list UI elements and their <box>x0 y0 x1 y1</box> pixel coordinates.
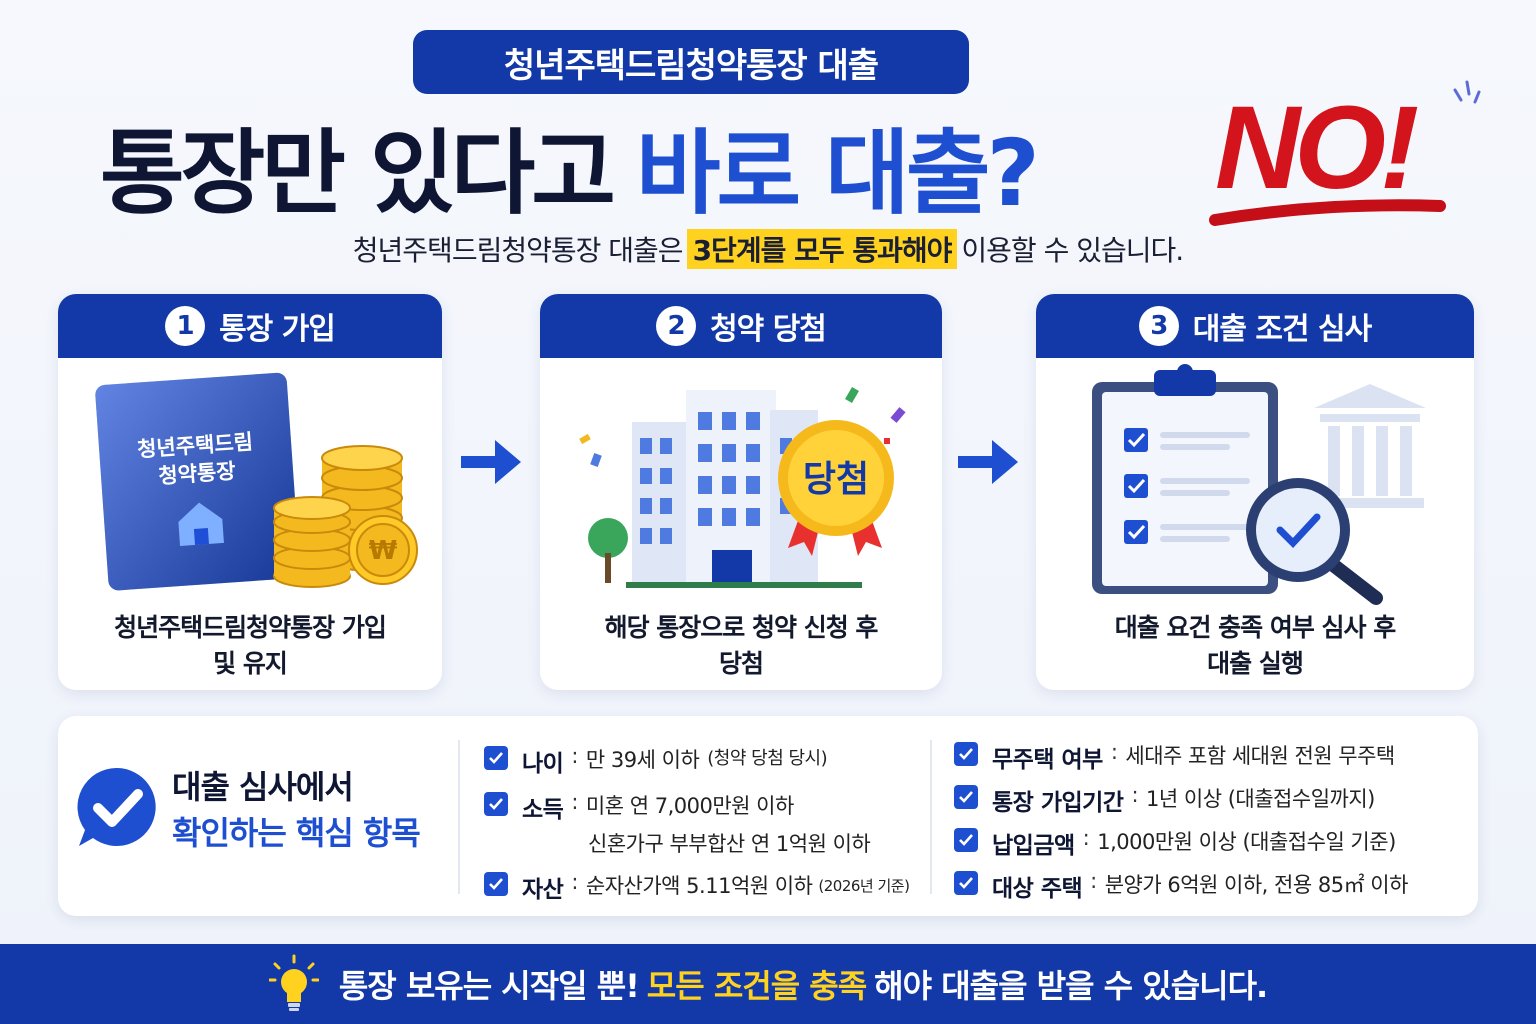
no-stamp: NO! <box>1209 80 1481 226</box>
footer-highlight: 모든 조건을 충족 <box>646 967 867 1005</box>
check-label: 자산 <box>522 877 564 903</box>
passbook-line2: 청약통장 <box>158 459 237 488</box>
check-value: 순자산가액 5.11억원 이하 <box>585 874 813 898</box>
step-2-caption-line1: 해당 통장으로 청약 신청 후 <box>604 613 879 642</box>
check-item-assets: 자산 : 순자산가액 5.11억원 이하 (2026년 기준) <box>484 870 910 904</box>
footer-before: 통장 보유는 시작일 뿐! <box>338 967 640 1005</box>
check-separator: : <box>571 744 578 768</box>
check-separator: : <box>1110 740 1118 764</box>
divider <box>458 740 460 894</box>
check-value: 만 39세 이하 <box>585 748 700 772</box>
building-badge-icon: 당첨 <box>579 386 906 588</box>
check-separator: : <box>571 790 578 814</box>
title-pill: 청년주택드림청약통장 대출 <box>413 30 969 94</box>
step-3-title: 대출 조건 심사 <box>1192 312 1372 347</box>
checkbox-icon <box>954 742 978 766</box>
check-value: 1,000만원 이상 (대출접수일 기준) <box>1097 830 1396 854</box>
step-1-caption: 청년주택드림청약통장 가입 및 유지 <box>58 610 442 682</box>
step-1-caption-line1: 청년주택드림청약통장 가입 <box>114 613 387 642</box>
step-3-caption-line2: 대출 실행 <box>1207 649 1304 678</box>
headline: 통장만 있다고 바로 대출? <box>100 100 1040 230</box>
step-1-header: 1 통장 가입 <box>58 294 442 358</box>
clipboard-magnifier-icon <box>1092 364 1426 605</box>
check-item-period: 통장 가입기간 : 1년 이상 (대출접수일까지) <box>954 783 1375 817</box>
check-item-homeless: 무주택 여부 : 세대주 포함 세대원 전원 무주택 <box>954 740 1395 774</box>
check-separator: : <box>571 870 578 894</box>
check-separator: : <box>1082 826 1090 850</box>
step-1-number: 1 <box>165 306 206 346</box>
step-3-caption: 대출 요건 충족 여부 심사 후 대출 실행 <box>1036 610 1474 682</box>
step-1-title: 통장 가입 <box>219 312 336 347</box>
checkbox-icon <box>954 828 978 852</box>
check-value: 1년 이상 (대출접수일까지) <box>1146 787 1375 811</box>
check-item-housing: 대상 주택 : 분양가 6억원 이하, 전용 85㎡ 이하 <box>954 869 1408 903</box>
check-value: 미혼 연 7,000만원 이하 <box>585 794 794 818</box>
arrow-right-icon <box>958 440 1018 484</box>
check-item-income: 소득 : 미혼 연 7,000만원 이하 <box>484 790 794 824</box>
checkbox-icon <box>954 871 978 895</box>
headline-blue: 바로 대출? <box>635 119 1040 227</box>
step-3-number: 3 <box>1138 306 1179 346</box>
checkbox-icon <box>484 746 508 770</box>
check-items-title: 대출 심사에서 확인하는 핵심 항목 <box>172 764 421 856</box>
subline-highlight: 3단계를 모두 통과해야 <box>686 229 958 269</box>
lightbulb-icon <box>268 954 319 1011</box>
check-note: (청약 당첨 당시) <box>707 748 828 769</box>
check-title-line2: 확인하는 핵심 항목 <box>172 814 421 852</box>
check-item-income-line2: 신혼가구 부부합산 연 1억원 이하 <box>588 832 871 856</box>
check-bubble-icon <box>77 767 156 846</box>
check-item-age: 나이 : 만 39세 이하 (청약 당첨 당시) <box>484 744 828 778</box>
check-value: 세대주 포함 세대원 전원 무주택 <box>1125 744 1395 768</box>
no-text: NO! <box>1215 82 1418 214</box>
step-2-caption-line2: 당첨 <box>718 649 764 678</box>
step-3-card: 3 대출 조건 심사 대출 요건 충족 여부 <box>1036 294 1474 690</box>
step-2-caption: 해당 통장으로 청약 신청 후 당첨 <box>540 610 942 682</box>
arrow-right-icon <box>461 440 521 484</box>
subline-after: 이용할 수 있습니다. <box>961 234 1184 267</box>
check-separator: : <box>1131 783 1139 807</box>
check-title-line1: 대출 심사에서 <box>172 768 354 806</box>
checkbox-icon <box>484 872 508 896</box>
footer-banner: 통장 보유는 시작일 뿐! 모든 조건을 충족 해야 대출을 받을 수 있습니다… <box>0 944 1536 1024</box>
step-3-header: 3 대출 조건 심사 <box>1036 294 1474 358</box>
check-label: 나이 <box>522 751 564 777</box>
check-label: 무주택 여부 <box>992 747 1103 773</box>
badge-text: 당첨 <box>803 459 869 500</box>
step-1-caption-line2: 및 유지 <box>213 649 288 678</box>
checkbox-icon <box>954 785 978 809</box>
step-2-title: 청약 당첨 <box>710 312 827 347</box>
won-symbol: ₩ <box>369 536 398 566</box>
check-label: 통장 가입기간 <box>992 790 1124 816</box>
step-3-caption-line1: 대출 요건 충족 여부 심사 후 <box>1114 613 1397 642</box>
check-label: 대상 주택 <box>992 876 1083 902</box>
footer-after: 해야 대출을 받을 수 있습니다. <box>874 967 1268 1005</box>
divider <box>930 740 932 894</box>
check-items-panel: 대출 심사에서 확인하는 핵심 항목 나이 : 만 39세 이하 (청약 당첨 … <box>58 716 1478 916</box>
check-separator: : <box>1090 869 1097 893</box>
subline: 청년주택드림청약통장 대출은 3단계를 모두 통과해야 이용할 수 있습니다. <box>0 226 1536 272</box>
step-1-card: 1 통장 가입 청년주택드림 청약통장 <box>58 294 442 690</box>
step-2-card: 2 청약 당첨 당첨 <box>540 294 942 690</box>
subline-before: 청년주택드림청약통장 대출은 <box>352 234 684 267</box>
passbook-coins-icon: 청년주택드림 청약통장 ₩ <box>95 372 418 591</box>
check-note: (2026년 기준) <box>818 877 910 895</box>
step-2-number: 2 <box>656 306 697 346</box>
checkbox-icon <box>484 792 508 816</box>
check-item-payment: 납입금액 : 1,000만원 이상 (대출접수일 기준) <box>954 826 1396 860</box>
headline-dark: 통장만 있다고 <box>100 119 616 227</box>
check-label: 소득 <box>522 797 564 823</box>
step-2-header: 2 청약 당첨 <box>540 294 942 358</box>
check-value: 분양가 6억원 이하, 전용 85㎡ 이하 <box>1104 873 1409 897</box>
check-label: 납입금액 <box>992 833 1075 859</box>
